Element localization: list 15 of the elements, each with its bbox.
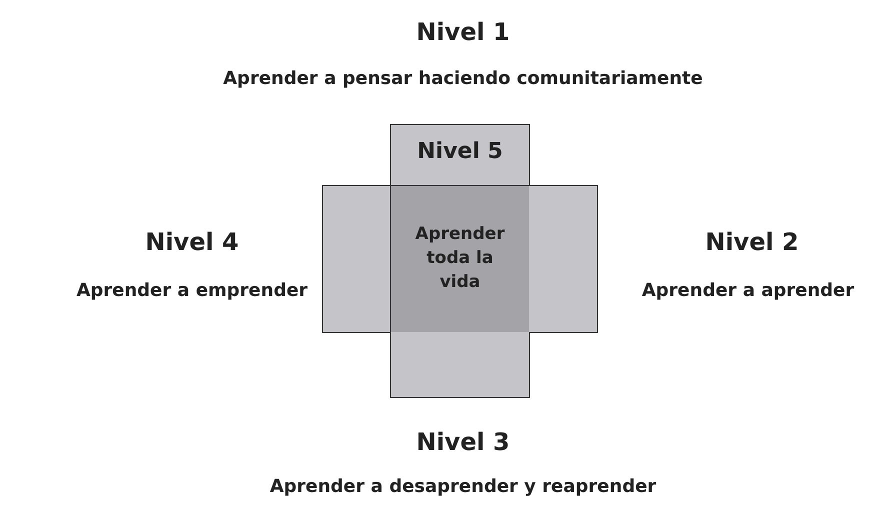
level-title: Nivel 2 bbox=[705, 228, 799, 256]
left-arm bbox=[322, 185, 391, 333]
level-description: Aprender a pensar haciendo comunitariamente bbox=[223, 68, 703, 89]
level-description: Aprender a emprender bbox=[76, 280, 308, 301]
level-description: Aprender a aprender bbox=[642, 280, 854, 301]
bottom-arm bbox=[390, 332, 530, 398]
level-title: Nivel 3 bbox=[416, 428, 510, 456]
level-title: Nivel 4 bbox=[145, 228, 239, 256]
level-description: Aprender a desaprender y reaprender bbox=[270, 476, 656, 497]
level-title: Nivel 5 bbox=[417, 139, 503, 166]
top-arm bbox=[390, 124, 530, 186]
center-text: Aprender toda la vida bbox=[414, 223, 506, 294]
center-square bbox=[390, 185, 530, 333]
level-title: Nivel 1 bbox=[416, 18, 510, 46]
right-arm bbox=[529, 185, 598, 333]
